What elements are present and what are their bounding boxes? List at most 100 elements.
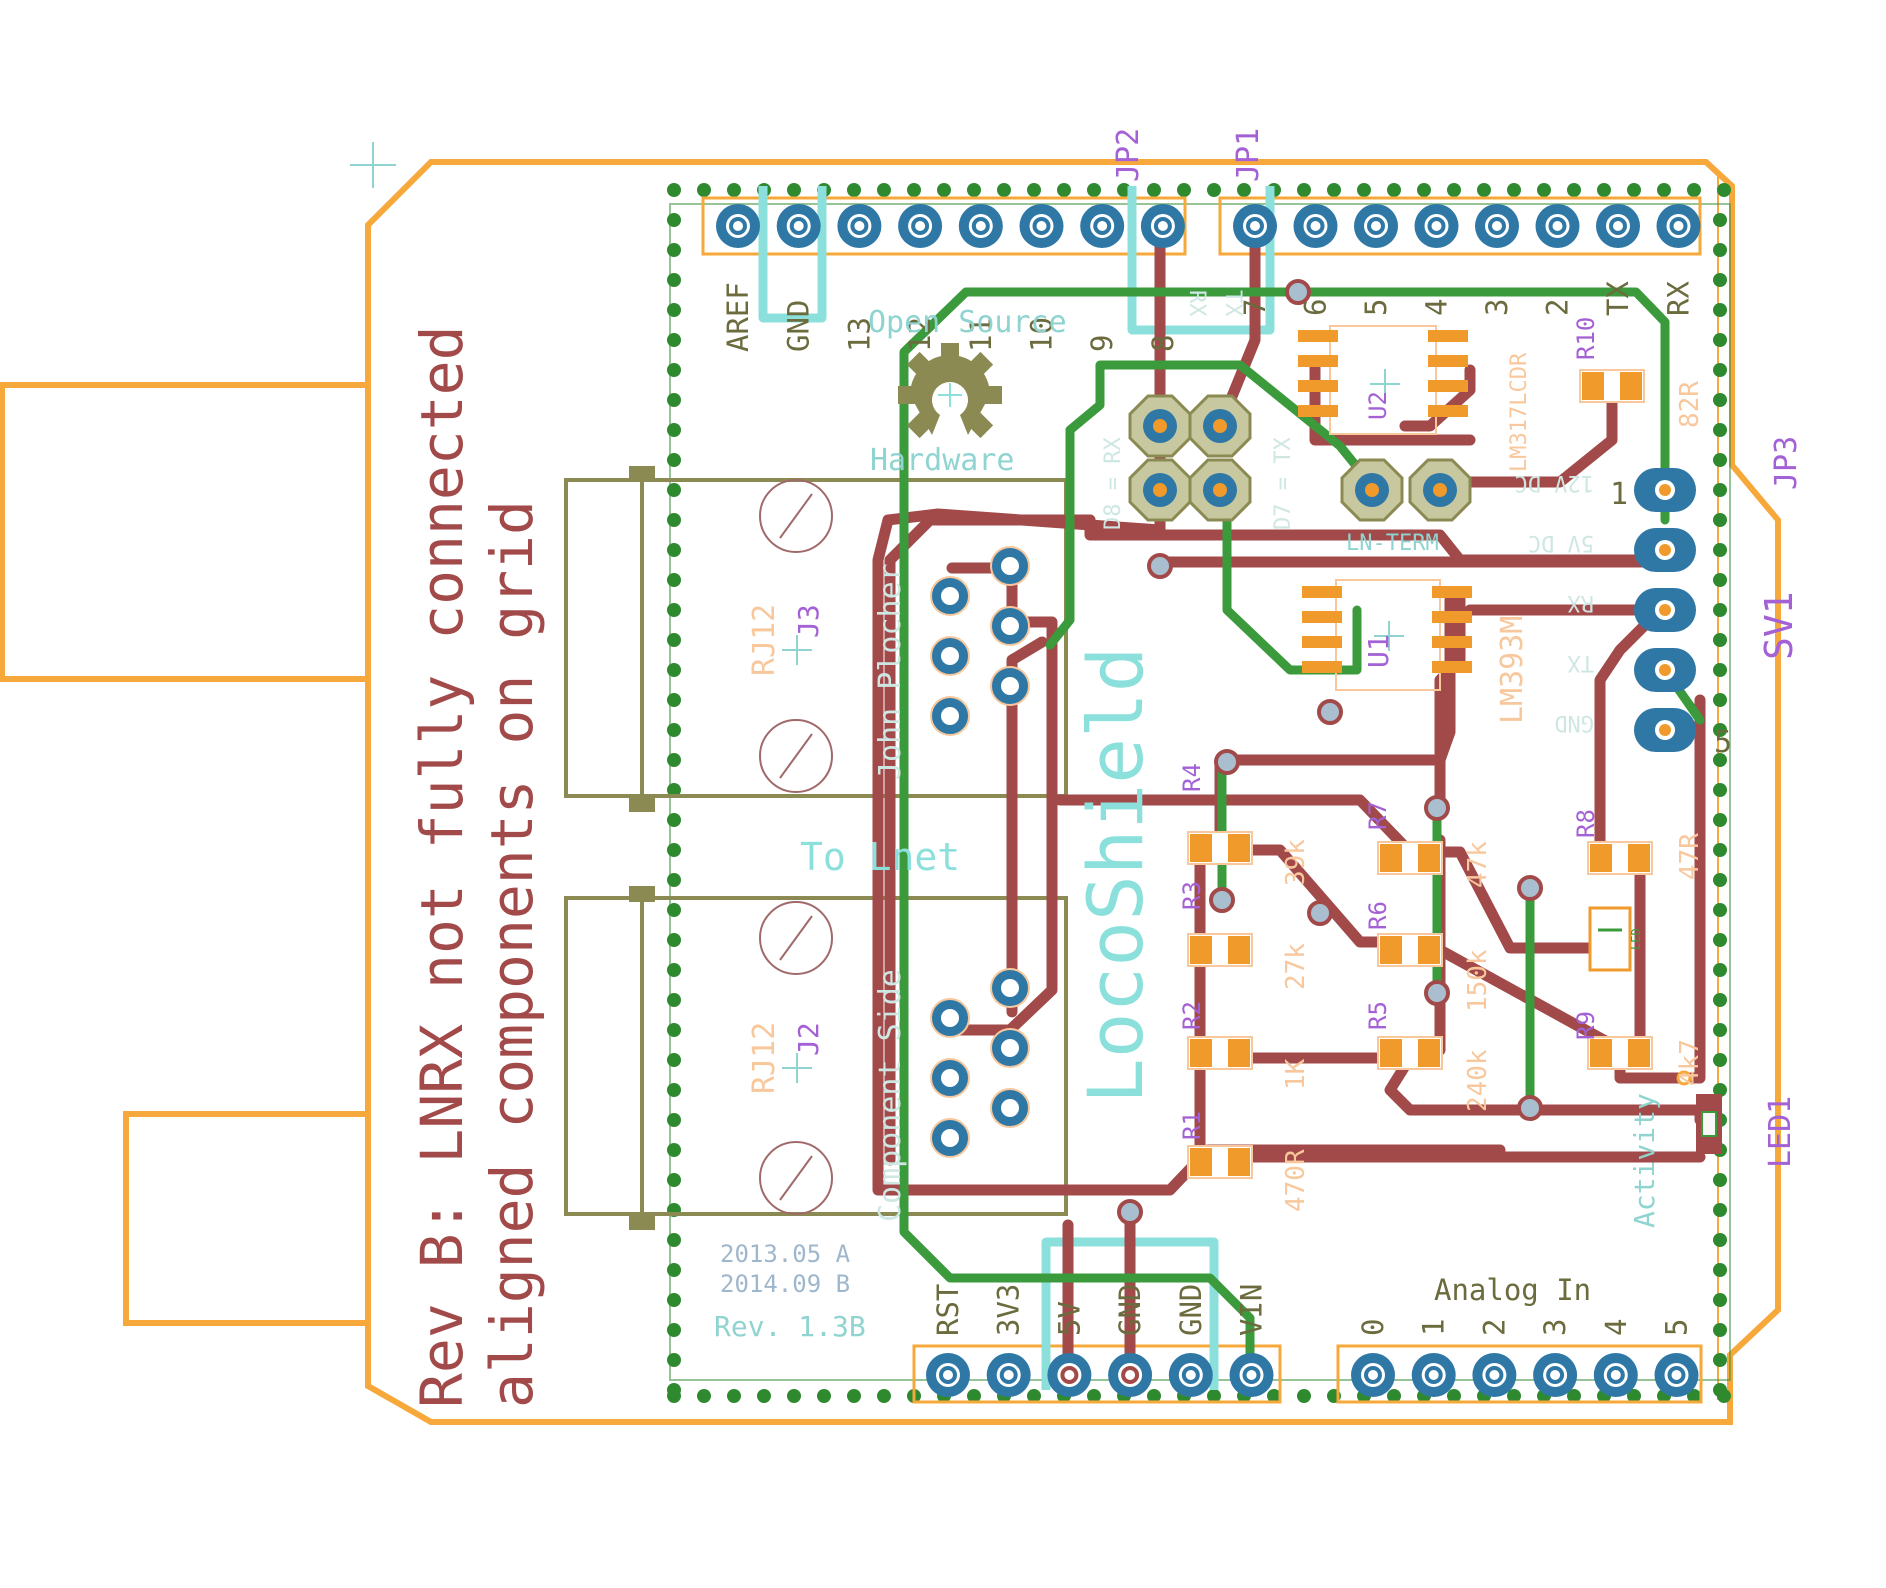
ground-dot [1567,183,1581,197]
header-pin [1293,204,1338,248]
open-source-text: Open Source [868,305,1067,340]
via [1424,795,1450,821]
power-jack-outline [123,1111,371,1326]
header-pin-label: 9 [1085,335,1119,352]
r3-label: R3 [1178,881,1206,910]
header-pin-label: 3V3 [992,1284,1026,1336]
component-side-text: Component Side [873,969,908,1222]
d8-rx-text: D8 = RX [1101,437,1126,530]
ground-dot [907,183,921,197]
ground-dot [1713,333,1727,347]
ground-dot [967,1389,981,1403]
header-pin [1354,204,1398,248]
header-pads [716,204,1701,1397]
origin-crosses [782,369,1404,1083]
ground-dot [787,183,801,197]
header-pin-label: TX [1601,281,1635,316]
sv1-pin [1634,708,1696,752]
jumper-jp2-jp1 [1127,186,1275,335]
ground-dot [1713,723,1727,737]
rj12-pin [930,636,970,676]
header-pin-label: GND [1174,1284,1208,1336]
ground-dot [1713,663,1727,677]
ground-dot [1027,1389,1041,1403]
ground-dot [1297,183,1311,197]
trace-inner-down [1045,425,1075,650]
ground-dot [1713,1263,1727,1277]
u1-value: LM393M [1495,616,1530,724]
ground-dot [877,1389,891,1403]
sv1-pin-label: TX [1567,650,1594,675]
r5-label: R5 [1364,1001,1392,1030]
ground-dot [1507,1389,1521,1403]
header-pin-label: 5 [1359,299,1393,316]
ground-dot [1717,183,1731,197]
rev-history-2: 2014.09 B [720,1270,850,1298]
via [1285,279,1311,305]
ground-dot [1027,183,1041,197]
ground-dot [1713,303,1727,317]
header-pin [1411,1353,1456,1397]
ground-dot [1357,183,1371,197]
header-pin-label: 8 [1146,335,1180,352]
sv1-pin-label: 12V DC [1515,470,1594,495]
rj12-mount-tabs [629,466,655,1230]
sv1-pin1-number: 1 [1610,477,1628,512]
header-pin [926,1353,970,1397]
r4-label: R4 [1178,763,1206,792]
u2-value: LM317LCDR [1507,352,1532,472]
rj12-pin [990,968,1030,1008]
mount-hole [759,719,833,793]
header-pin [1080,204,1125,248]
mount-tab [629,466,655,482]
jp1-label: JP1 [1231,128,1266,182]
to-lnet-text: To Lnet [800,835,960,879]
header-pin [1108,1353,1153,1397]
smd-resistor [1579,369,1645,403]
via [1317,699,1343,725]
rev-number: Rev. 1.3B [714,1310,866,1343]
r8-label: R8 [1572,809,1600,838]
header-pin [1140,204,1185,248]
ground-dot [1713,1293,1727,1307]
header-pin [1593,1353,1638,1397]
ground-dot [1627,1389,1641,1403]
usb-jack-outline [0,382,371,682]
diode-body [1588,906,1632,972]
ground-dot [1713,1083,1727,1097]
ground-dot [1713,483,1727,497]
part-values: RJ12 RJ12 LM393M LM317LCDR 82R 47R 4k7 4… [747,352,1705,1212]
header-pin-label: 13 [842,317,876,352]
sv1-pin5-number: 5 [1714,725,1732,760]
ground-dot [1713,543,1727,557]
header-pin [1047,1353,1092,1397]
r2-value: 1K [1281,1058,1311,1090]
ground-dot [1713,783,1727,797]
ground-dot [1713,1053,1727,1067]
header-pin [1472,1353,1517,1397]
header-pin-label: 2 [1477,1319,1511,1336]
via [1117,1199,1143,1225]
led1-inner [1701,1111,1717,1137]
silkscreen-text: Open Source Hardware To Lnet LocoShield … [714,290,1732,1343]
header-top-left-frame [701,196,1187,256]
trace-r4 [1214,594,1466,766]
hardware-text: Hardware [870,443,1015,478]
header-pin-label: 1 [1417,1319,1451,1336]
ground-dot [697,1389,711,1403]
d7-tx-text: D7 = TX [1271,437,1296,530]
header-pin-label: RST [931,1284,965,1336]
header-pin-label: 4 [1420,299,1454,316]
mount-tab [629,886,655,902]
mount-tab [629,1214,655,1230]
jumper-pads [1128,394,1472,522]
header-pin [1351,1353,1395,1397]
u1-outline [1335,579,1441,691]
rev-history-1: 2013.05 A [720,1240,851,1268]
led1-label: LED1 [1763,1096,1798,1168]
ground-dot [1713,1233,1727,1247]
ground-dot [817,1389,831,1403]
header-pin [1656,204,1701,248]
mount-hole [759,901,833,975]
